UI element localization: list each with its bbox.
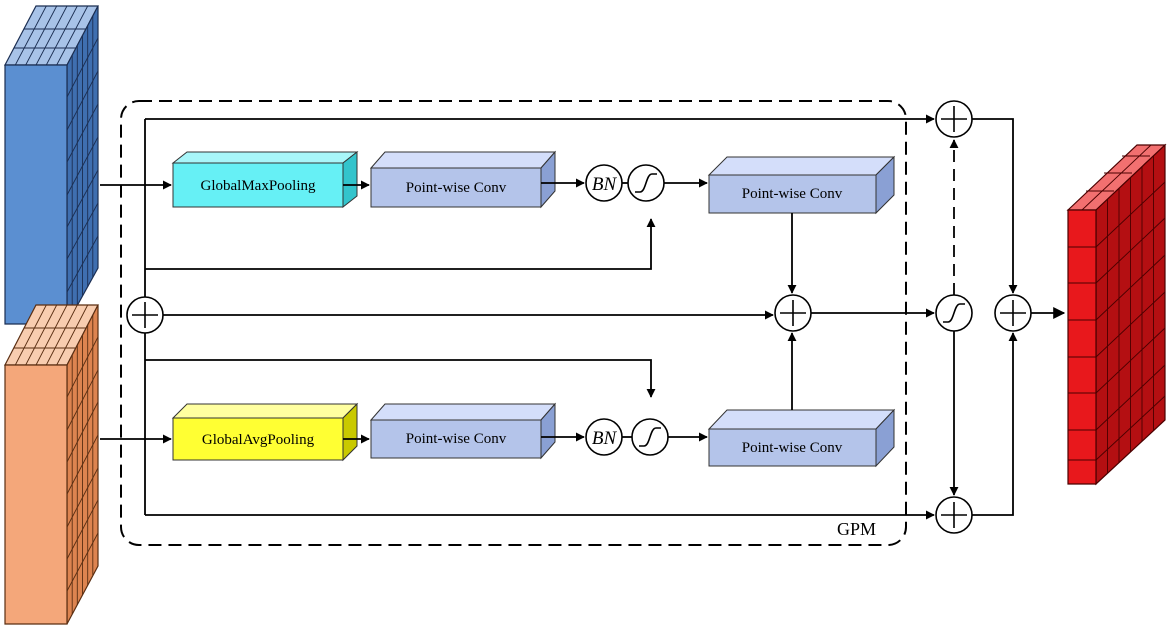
sigmoid-top-icon [627,164,665,202]
connectors [100,114,1066,520]
pointwise-conv-top-1: Point-wise Conv [369,150,557,209]
input-feature-map-top [4,5,99,327]
pointwise-conv-top-2-label: Point-wise Conv [742,186,843,202]
pointwise-conv-bottom-1-label: Point-wise Conv [406,431,507,447]
bn-top-label: BN [592,174,618,195]
pointwise-conv-top-2: Point-wise Conv [707,155,896,215]
global-max-pooling-label: GlobalMaxPooling [201,178,316,194]
add-center-icon [774,294,812,332]
global-avg-pooling-block: GlobalAvgPooling [171,402,359,462]
pointwise-conv-bottom-2: Point-wise Conv [707,408,896,468]
bn-top: BN [585,164,623,202]
global-avg-pooling-label: GlobalAvgPooling [202,432,315,448]
bn-bottom: BN [585,418,623,456]
gpm-module-border [120,100,907,546]
pointwise-conv-bottom-2-label: Point-wise Conv [742,440,843,456]
add-input-icon [126,296,164,334]
output-feature-map [1066,143,1167,486]
gpm-label: GPM [837,519,876,539]
sigmoid-bottom-icon [631,418,669,456]
input-feature-map-bottom [4,304,99,625]
bn-bottom-label: BN [592,428,618,449]
sigmoid-gate-icon [935,294,973,332]
pointwise-conv-top-1-label: Point-wise Conv [406,180,507,196]
add-bottom-icon [935,496,973,534]
add-top-icon [935,100,973,138]
pointwise-conv-bottom-1: Point-wise Conv [369,402,557,460]
global-max-pooling-block: GlobalMaxPooling [171,150,359,209]
add-output-icon [994,294,1032,332]
